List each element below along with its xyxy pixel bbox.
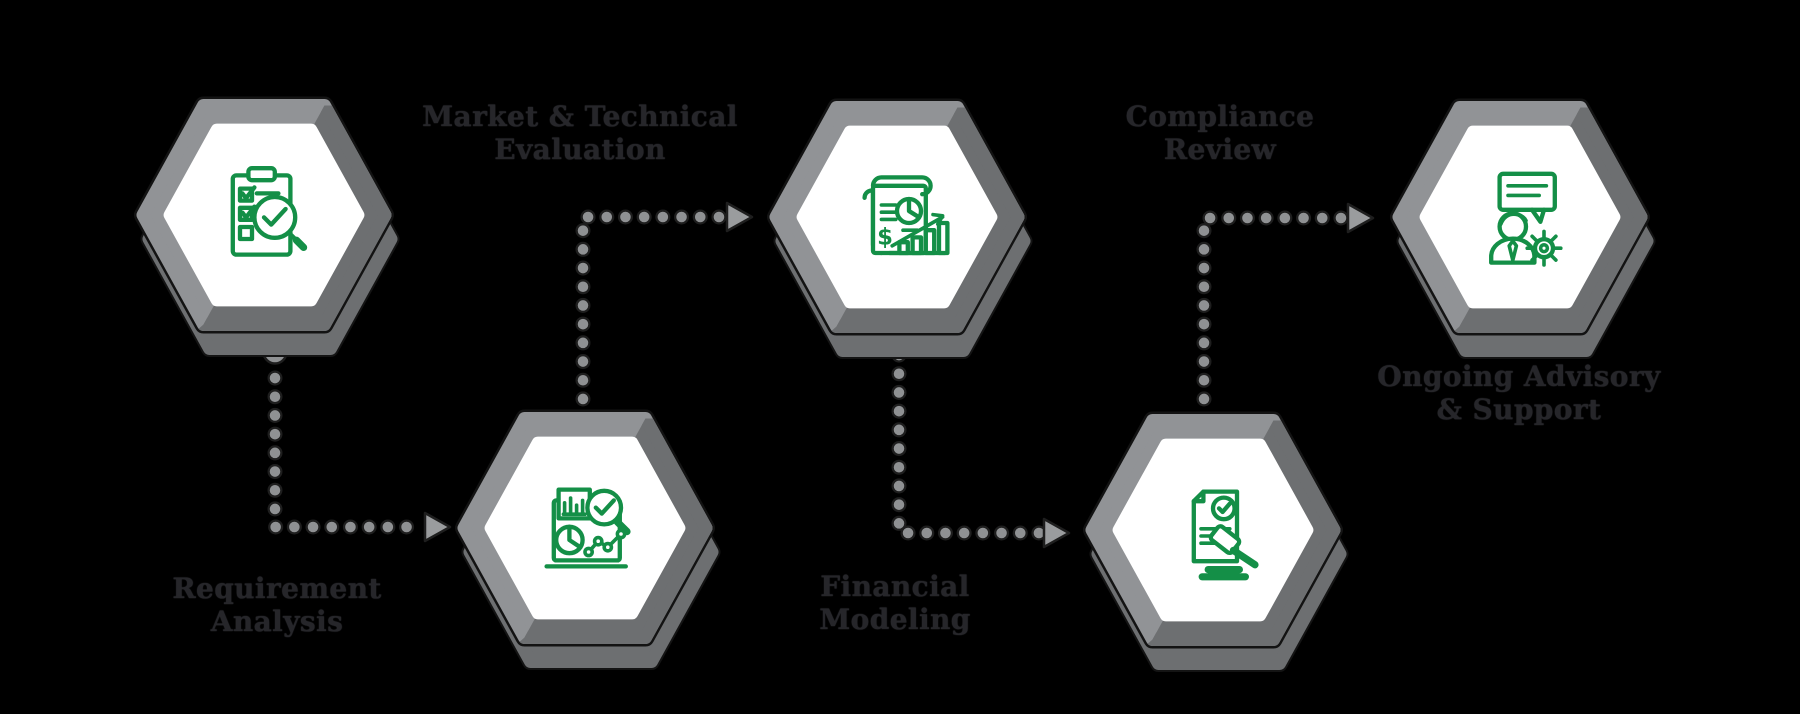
step-4-label: Compliance Review — [1125, 100, 1315, 166]
step-5-hexagon — [1350, 47, 1690, 387]
step-5-label: Ongoing Advisory & Support — [1377, 360, 1661, 426]
step-2-hexagon — [415, 358, 755, 698]
arrowhead-right-icon — [423, 511, 452, 543]
hexagon-shape — [134, 96, 400, 357]
compliance-gavel-icon — [1191, 489, 1259, 581]
connector-1-dots — [269, 372, 429, 533]
step-3-hexagon: $ — [727, 47, 1067, 387]
connector-1-outline — [267, 370, 431, 535]
connector-2-dots — [577, 211, 731, 405]
arrowhead-right-icon — [1042, 517, 1071, 549]
connector-4-dots — [1198, 212, 1351, 405]
step-3-label: Financial Modeling — [819, 570, 971, 636]
svg-text:$: $ — [877, 225, 893, 251]
step-1-hexagon — [94, 45, 434, 385]
financial-modeling-document-icon: $ — [862, 175, 950, 256]
market-analysis-chart-icon — [544, 487, 631, 569]
step-1-label: Requirement Analysis — [172, 572, 382, 638]
arrowhead-right-icon — [1346, 202, 1375, 234]
arrowhead-right-icon — [725, 201, 754, 233]
step-4-hexagon — [1043, 360, 1383, 700]
step-2-label: Market & Technical Evaluation — [422, 100, 738, 166]
advisory-support-icon — [1489, 171, 1563, 267]
checklist-magnifier-icon — [230, 166, 308, 257]
connector-3-dots — [893, 349, 1047, 539]
